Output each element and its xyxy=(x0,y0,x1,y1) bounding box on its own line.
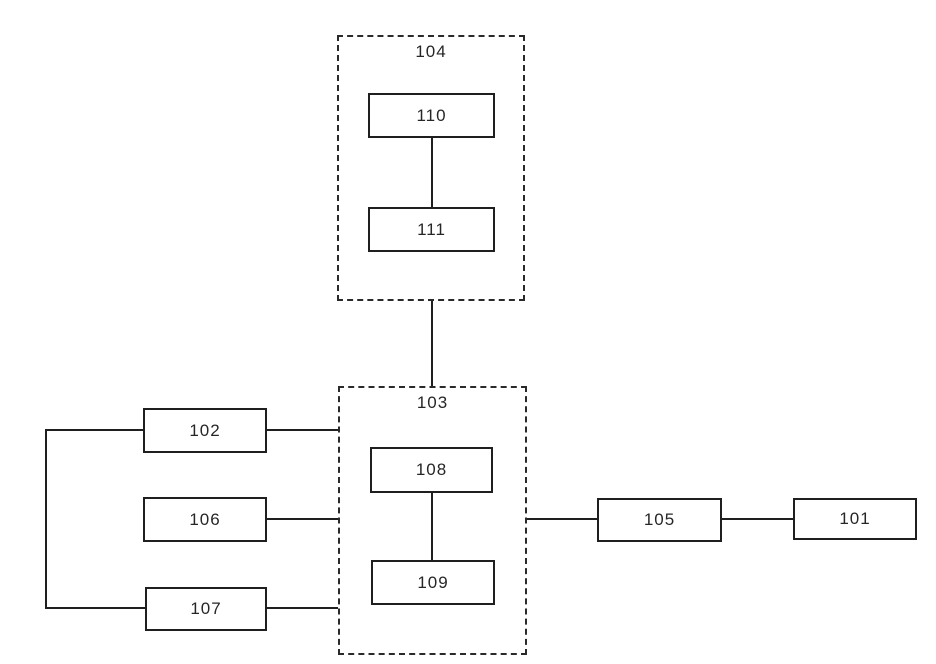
edge-106-103 xyxy=(267,518,338,520)
edge-104-103 xyxy=(431,301,433,386)
edge-bracket-to-107 xyxy=(45,607,145,609)
edge-bracket-vertical xyxy=(45,429,47,609)
edge-103-105 xyxy=(527,518,597,520)
block-105-label: 105 xyxy=(643,510,676,529)
block-110-label: 110 xyxy=(416,105,447,125)
block-108: 108 xyxy=(370,447,493,493)
container-104-label: 104 xyxy=(415,42,447,61)
container-103-label: 103 xyxy=(416,393,449,412)
block-106-label: 106 xyxy=(189,509,221,529)
block-106: 106 xyxy=(143,497,267,542)
block-108-label: 108 xyxy=(415,460,448,479)
edge-108-109 xyxy=(431,493,433,560)
block-101-label: 101 xyxy=(839,509,871,528)
block-107-label: 107 xyxy=(190,599,222,618)
block-111-label: 111 xyxy=(417,219,446,239)
block-110: 110 xyxy=(368,93,495,138)
edge-110-111 xyxy=(431,138,433,207)
block-107: 107 xyxy=(145,587,267,631)
container-103: 103 xyxy=(338,386,527,655)
edge-107-103 xyxy=(267,607,338,609)
block-105: 105 xyxy=(597,498,722,542)
block-109: 109 xyxy=(371,560,495,605)
block-102-label: 102 xyxy=(189,420,221,440)
block-102: 102 xyxy=(143,408,267,453)
block-111: 111 xyxy=(368,207,495,252)
block-101: 101 xyxy=(793,498,917,540)
edge-bracket-to-102 xyxy=(45,429,143,431)
block-109-label: 109 xyxy=(417,572,449,592)
edge-102-103 xyxy=(267,429,338,431)
edge-105-101 xyxy=(722,518,793,520)
